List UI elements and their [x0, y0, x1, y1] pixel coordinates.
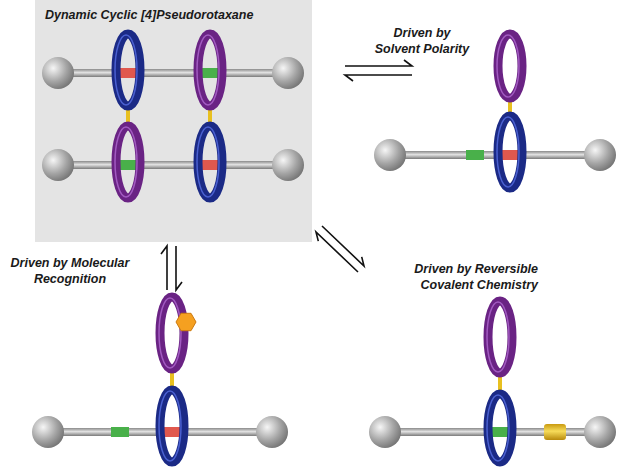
stopper	[42, 149, 74, 181]
red-station	[163, 427, 181, 437]
ring-highlight	[197, 35, 219, 105]
ring-highlight	[115, 35, 137, 105]
ring-highlight	[115, 127, 137, 197]
purple-ring	[198, 34, 222, 106]
ring-highlight	[159, 298, 181, 368]
panel-title: Dynamic Cyclic [4]Pseudorotaxane	[45, 8, 253, 24]
condition-label: Driven by Reversible Covalent Chemistry	[410, 262, 538, 293]
blue-ring	[198, 126, 222, 198]
panel-box: Dynamic Cyclic [4]Pseudorotaxane	[35, 0, 312, 242]
stopper	[272, 149, 304, 181]
stopper	[369, 416, 401, 448]
purple-ring	[160, 297, 184, 369]
stopper	[584, 139, 616, 171]
pseudorotaxane-4	[42, 34, 304, 198]
blue-ring	[160, 390, 184, 462]
equilibrium-arrow	[345, 75, 412, 81]
ring-highlight	[497, 117, 519, 187]
blue-ring	[498, 116, 522, 188]
condition-label: Driven by Solvent Polarity	[372, 26, 472, 57]
stopper	[256, 416, 288, 448]
purple-ring	[488, 301, 512, 373]
green-station	[466, 150, 484, 160]
green-station	[111, 427, 129, 437]
equilibrium-arrow	[345, 60, 412, 66]
stopper	[374, 139, 406, 171]
yellow-cylinder	[544, 424, 566, 440]
equilibrium-arrow	[161, 246, 167, 290]
ring-highlight	[159, 391, 181, 461]
equilibrium-arrow	[322, 226, 364, 266]
green-station	[119, 160, 137, 170]
red-station	[119, 68, 137, 78]
equilibrium-arrow	[176, 246, 182, 290]
stopper	[32, 416, 64, 448]
red-station	[201, 160, 219, 170]
ring-highlight	[197, 127, 219, 197]
blue-ring	[116, 34, 140, 106]
stopper	[584, 416, 616, 448]
blue-ring	[488, 394, 512, 462]
ring-highlight	[497, 35, 519, 97]
equilibrium-arrow	[316, 232, 358, 272]
green-station	[201, 68, 219, 78]
purple-ring	[116, 126, 140, 198]
pseudorotaxane-2	[374, 34, 616, 188]
green-station	[491, 427, 509, 437]
red-station	[501, 150, 519, 160]
stopper	[272, 57, 304, 89]
axle	[58, 161, 288, 169]
pseudorotaxane-2-covalent	[369, 301, 616, 462]
pseudorotaxane-2-guest	[32, 297, 288, 462]
guest-hexagon	[176, 313, 196, 330]
axle	[58, 69, 288, 77]
ring-highlight	[487, 302, 509, 372]
condition-label: Driven by Molecular Recognition	[8, 256, 132, 287]
stopper	[42, 57, 74, 89]
panel-ground	[35, 0, 312, 242]
purple-ring	[498, 34, 522, 98]
ring-highlight	[487, 395, 509, 461]
equilibrium-arrows	[161, 60, 412, 290]
